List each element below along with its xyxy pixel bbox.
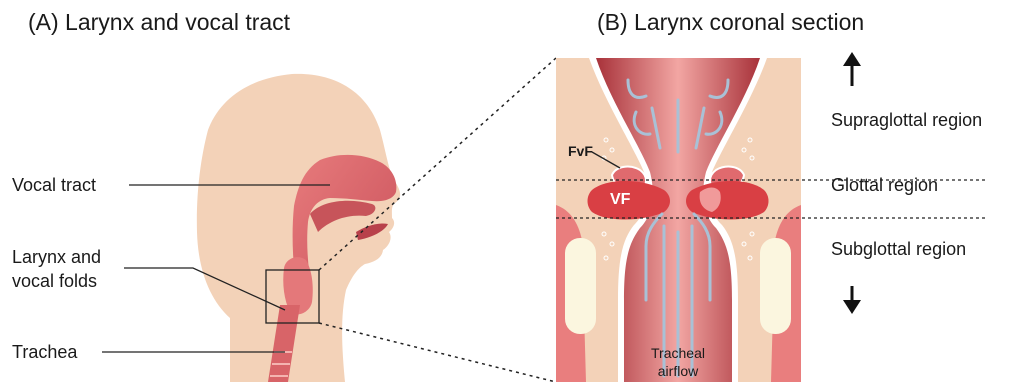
label-supraglottal: Supraglottal region bbox=[831, 110, 982, 130]
left-cartilage bbox=[565, 238, 596, 334]
label-subglottal: Subglottal region bbox=[831, 239, 966, 259]
panel-b-title: (B) Larynx coronal section bbox=[597, 9, 864, 35]
label-vocal-tract: Vocal tract bbox=[12, 175, 96, 195]
label-airflow-line2: airflow bbox=[658, 363, 699, 379]
panel-a-title: (A) Larynx and vocal tract bbox=[28, 9, 291, 35]
label-glottal: Glottal region bbox=[831, 175, 938, 195]
coronal-section bbox=[556, 58, 801, 382]
label-larynx-line1: Larynx and bbox=[12, 247, 101, 267]
down-arrow-icon bbox=[843, 286, 861, 314]
label-fvf: FvF bbox=[568, 143, 593, 159]
label-larynx-line2: vocal folds bbox=[12, 271, 97, 291]
label-vf: VF bbox=[610, 191, 631, 208]
up-arrow-icon bbox=[843, 52, 861, 86]
zoom-connector-bottom bbox=[319, 323, 556, 382]
right-cartilage bbox=[760, 238, 791, 334]
label-airflow-line1: Tracheal bbox=[651, 345, 705, 361]
label-trachea: Trachea bbox=[12, 342, 78, 362]
